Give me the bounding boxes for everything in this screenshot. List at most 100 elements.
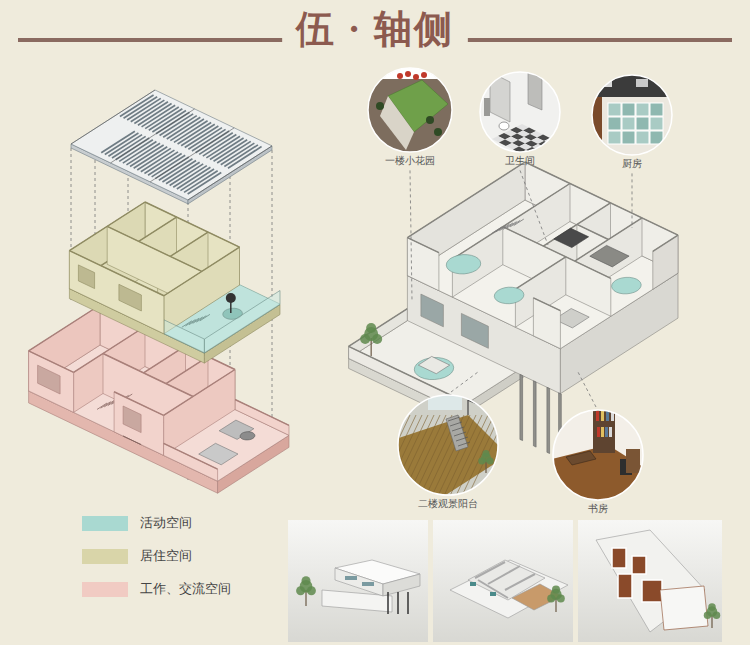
- counter: [590, 75, 674, 97]
- window: [119, 284, 141, 311]
- table: [418, 356, 449, 373]
- wall-top: [533, 298, 560, 311]
- wall-top: [349, 309, 408, 347]
- model-pier: [407, 592, 409, 614]
- backdrop: [548, 405, 648, 505]
- roof-frame: [111, 109, 195, 163]
- furniture: [554, 228, 589, 247]
- wall-top: [164, 443, 218, 469]
- pier: [533, 381, 536, 447]
- tree-foliage: [478, 458, 485, 465]
- photo-frame: [288, 520, 428, 642]
- floor-tile: [622, 131, 635, 144]
- title-rule: [18, 38, 282, 42]
- stair-step: [448, 417, 460, 421]
- desk: [566, 451, 596, 465]
- book: [609, 427, 612, 437]
- floor-tile: [636, 117, 649, 130]
- roof-frame: [150, 128, 234, 182]
- wall: [164, 443, 218, 481]
- stair-step: [456, 437, 468, 441]
- window: [123, 436, 141, 445]
- photo-frame: [578, 520, 722, 642]
- vignette-circle: 二楼观景阳台: [398, 395, 498, 495]
- leader-lines: [410, 170, 632, 407]
- wall-top: [107, 226, 202, 271]
- roof-frame: [71, 90, 155, 144]
- legend-text: 居住空间: [140, 548, 192, 564]
- deck-board: [436, 415, 476, 500]
- rug: [612, 277, 642, 293]
- wall-top: [407, 238, 439, 253]
- floor-tile: [650, 103, 663, 116]
- wall-top: [407, 162, 525, 238]
- wall-top: [69, 251, 163, 296]
- exploded-axonometric: [29, 90, 289, 493]
- vignette-rim: [592, 75, 672, 155]
- glass: [428, 390, 462, 410]
- flower: [397, 73, 403, 79]
- wall-top: [235, 400, 289, 426]
- tree-foliage: [307, 586, 316, 595]
- tree-foliage: [366, 323, 376, 333]
- leader-line: [451, 372, 478, 392]
- floor: [587, 70, 677, 160]
- deck-board: [412, 415, 452, 500]
- vignette-circle: 书房: [553, 410, 643, 500]
- model-window: [362, 582, 374, 586]
- tree-foliage: [372, 334, 382, 344]
- shrub: [376, 102, 384, 110]
- vignette-image: [475, 67, 565, 157]
- model-wall: [335, 568, 383, 596]
- stair-step: [514, 219, 524, 225]
- stair-step: [200, 314, 210, 320]
- model-terrace: [660, 586, 708, 630]
- deck-board: [364, 415, 404, 500]
- wall: [164, 370, 235, 456]
- stair-step: [510, 220, 520, 226]
- model-pier: [397, 592, 399, 614]
- assembled-axonometric: [349, 162, 678, 459]
- deck-board: [382, 415, 422, 500]
- tree-foliage: [547, 594, 555, 602]
- stair-step: [196, 316, 206, 322]
- wall: [114, 392, 164, 456]
- toilet: [499, 122, 509, 130]
- wall-top: [164, 370, 235, 416]
- model-window: [470, 582, 476, 586]
- model-wall: [488, 566, 520, 584]
- legend-swatch: [82, 549, 128, 564]
- vignette-circle: 一楼小花园: [368, 68, 452, 152]
- glass-railing: [164, 320, 205, 353]
- roof-slat: [184, 171, 218, 193]
- vignette-circle: 卫生间: [480, 72, 560, 152]
- model-floor: [612, 548, 626, 568]
- model-deck: [512, 584, 562, 610]
- tree-foliage: [483, 450, 490, 457]
- projection-line: [272, 150, 273, 440]
- book: [606, 411, 609, 421]
- model-wall: [475, 562, 505, 578]
- tree-foliage: [704, 612, 712, 620]
- pier: [520, 374, 523, 440]
- book: [601, 427, 604, 437]
- deck-board: [430, 415, 470, 500]
- vignette-caption: 厨房: [622, 158, 642, 169]
- wall-top: [653, 235, 678, 251]
- model-window: [345, 576, 357, 580]
- model-wall: [505, 574, 535, 590]
- stair-step: [458, 442, 470, 446]
- furniture: [219, 420, 254, 439]
- deck-board: [376, 415, 416, 500]
- wall-top: [349, 346, 457, 398]
- legend-swatch: [82, 516, 128, 531]
- deck-board: [466, 415, 506, 500]
- vignettes: [358, 65, 677, 505]
- floor-tile: [636, 131, 649, 144]
- roof-frame: [188, 146, 272, 200]
- vignette-circle: 厨房: [592, 75, 672, 155]
- stair: [446, 415, 468, 451]
- vignette-rim: [368, 68, 452, 152]
- wall-top: [114, 392, 164, 416]
- wall: [365, 65, 455, 79]
